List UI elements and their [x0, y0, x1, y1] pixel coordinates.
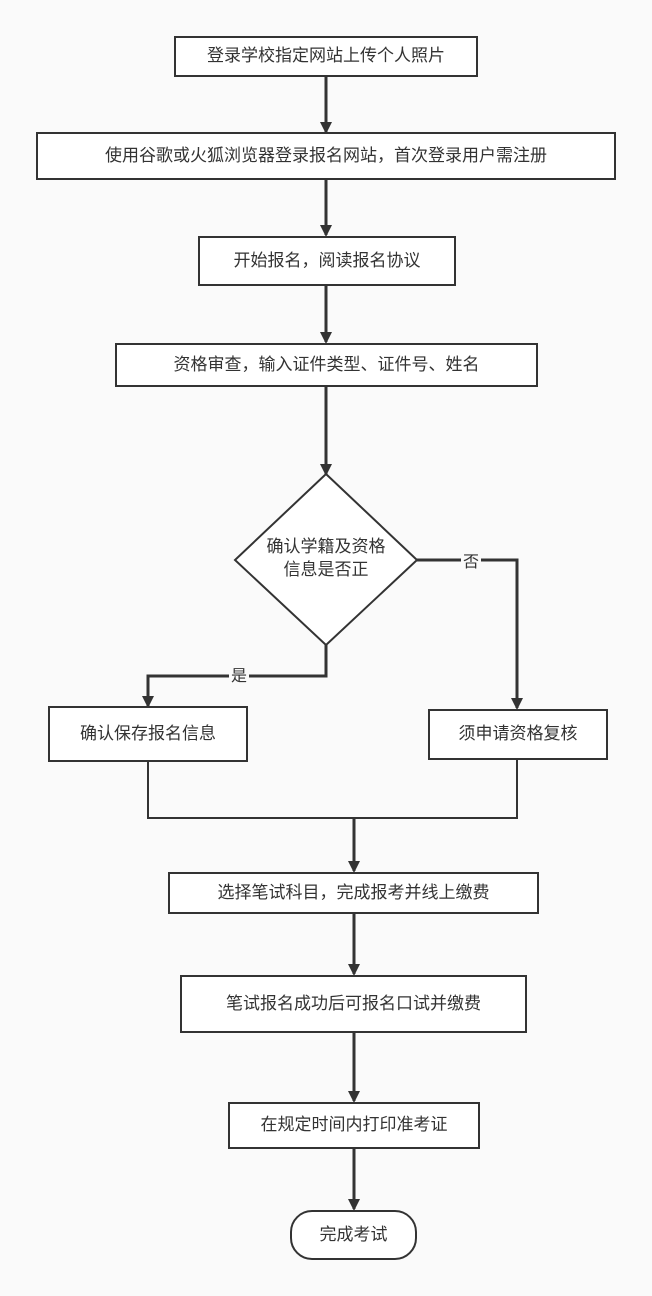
decision-label-line2: 信息是否正: [283, 559, 369, 580]
edge-label-yes: 是: [229, 666, 250, 686]
arrow-no-to-review: [417, 558, 523, 710]
node-choose-subject-label: 选择笔试科目，完成报考并线上缴费: [217, 882, 490, 903]
node-qualification: 资格审查，输入证件类型、证件号、姓名: [115, 343, 538, 387]
decision-label: 确认学籍及资格 信息是否正: [251, 536, 401, 582]
node-choose-subject: 选择笔试科目，完成报考并线上缴费: [168, 872, 539, 914]
node-oral-exam: 笔试报名成功后可报名口试并缴费: [180, 975, 527, 1033]
node-upload-photo: 登录学校指定网站上传个人照片: [174, 36, 478, 77]
node-upload-photo-label: 登录学校指定网站上传个人照片: [207, 46, 445, 67]
node-start: 开始报名，阅读报名协议: [198, 236, 456, 286]
node-apply-review: 须申请资格复核: [428, 709, 608, 760]
merge-line-right: [354, 760, 518, 819]
decision-label-line1: 确认学籍及资格: [266, 537, 386, 557]
merge-line-left: [147, 762, 354, 819]
node-print-ticket: 在规定时间内打印准考证: [228, 1102, 480, 1149]
node-finish: 完成考试: [290, 1210, 417, 1260]
node-save-info: 确认保存报名信息: [48, 706, 248, 762]
node-start-label: 开始报名，阅读报名协议: [233, 250, 421, 271]
node-finish-label: 完成考试: [319, 1224, 388, 1245]
edge-label-no: 否: [461, 552, 482, 572]
node-login-label: 使用谷歌或火狐浏览器登录报名网站，首次登录用户需注册: [105, 145, 547, 166]
node-print-ticket-label: 在规定时间内打印准考证: [260, 1115, 448, 1136]
node-oral-exam-label: 笔试报名成功后可报名口试并缴费: [226, 993, 481, 1014]
node-qualification-label: 资格审查，输入证件类型、证件号、姓名: [173, 354, 480, 375]
node-apply-review-label: 须申请资格复核: [458, 724, 578, 745]
node-save-info-label: 确认保存报名信息: [80, 723, 216, 744]
node-login: 使用谷歌或火狐浏览器登录报名网站，首次登录用户需注册: [36, 132, 616, 180]
